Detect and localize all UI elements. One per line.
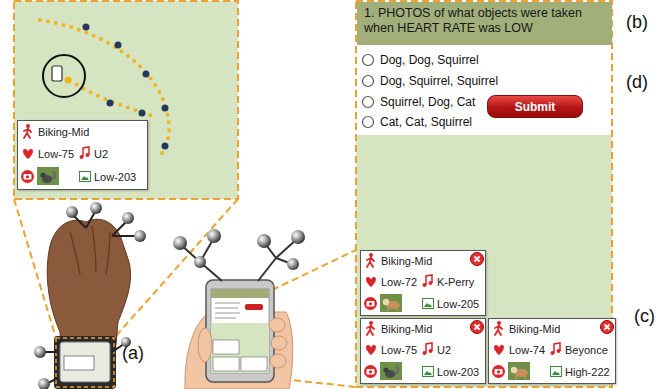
image-icon — [551, 367, 562, 377]
image-icon — [423, 299, 434, 309]
music-text: U2 — [94, 148, 108, 160]
radio-buttons — [363, 55, 374, 128]
camera-icon — [21, 170, 34, 183]
card-area — [356, 135, 612, 387]
activity-text: Biking-Mid — [509, 323, 560, 335]
answer-option: Dog, Squirrel, Squirrel — [380, 74, 498, 88]
walk-icon — [367, 253, 374, 267]
data-card: Biking-MidLow-72 K-PerryLow-205 — [360, 250, 486, 316]
screen-lines — [215, 303, 240, 318]
note-icon — [423, 343, 433, 355]
photo-thumbnail — [508, 362, 530, 380]
phone-screen — [211, 289, 269, 373]
screen-button — [245, 304, 263, 310]
watch-card — [64, 356, 94, 370]
motion-markers — [34, 202, 146, 389]
image-icon — [80, 172, 91, 182]
answer-option: Cat, Cat, Squirrel — [380, 115, 472, 129]
screen-cards — [211, 323, 269, 373]
screen-card — [213, 340, 267, 371]
heart-icon — [366, 345, 376, 355]
walk-icon — [367, 321, 374, 335]
photo-thumbnail — [380, 294, 402, 312]
image-icon — [423, 367, 434, 377]
motion-markers — [173, 229, 305, 270]
heart-rate-text: Low-75 — [38, 148, 74, 160]
heart-rate-text: Low-75 — [381, 344, 417, 356]
activity-text: Biking-Mid — [38, 126, 89, 138]
close-icon — [471, 253, 484, 266]
heart-icon — [366, 277, 376, 287]
note-icon — [80, 147, 90, 159]
music-text: U2 — [437, 344, 451, 356]
camera-icon — [364, 365, 377, 378]
data-card: Biking-MidLow-75 U2Low-203 — [360, 318, 486, 384]
photo-thumbnail — [380, 362, 402, 380]
photo-text: Low-205 — [437, 298, 479, 310]
panel-letter: (a) — [122, 343, 144, 364]
marker-sticks — [180, 238, 298, 281]
close-icon — [471, 321, 484, 334]
button-label: Submit — [515, 100, 556, 114]
answer-option: Squirrel, Dog, Cat — [380, 95, 475, 109]
photo-text: Low-203 — [437, 366, 479, 378]
focus-circle — [43, 55, 85, 97]
watch-frame — [56, 338, 114, 387]
note-icon — [423, 275, 433, 287]
submit-button: Submit — [487, 95, 583, 118]
data-card: Biking-MidLow-75 U2Low-203 — [17, 120, 148, 190]
camera-icon — [364, 297, 377, 310]
heart-icon — [494, 345, 504, 355]
phone-icon — [52, 66, 62, 81]
panel-letter: (c) — [634, 306, 655, 327]
position-dot — [65, 77, 72, 84]
walk-icon — [495, 321, 502, 335]
photo-text: High-222 — [565, 366, 610, 378]
question-header: 1. PHOTOS of what objects were taken whe… — [357, 2, 612, 45]
zoom-panel — [14, 1, 238, 199]
photo-text: Low-203 — [94, 171, 136, 183]
panel-letter: (b) — [626, 12, 648, 33]
heart-icon — [23, 149, 33, 159]
fingers — [269, 318, 287, 368]
close-icon — [601, 321, 614, 334]
music-text: K-Perry — [437, 276, 474, 288]
music-text: Beyonce — [565, 344, 608, 356]
watch-strap — [54, 336, 116, 389]
walk-icon — [24, 124, 31, 138]
heart-rate-text: Low-74 — [509, 344, 545, 356]
note-icon — [551, 343, 561, 355]
finger-lines — [70, 226, 110, 275]
hand — [47, 219, 130, 389]
screen-header — [211, 289, 269, 298]
phone — [206, 280, 274, 382]
thumb — [198, 328, 212, 362]
question-text: 1. PHOTOS of what objects were taken whe… — [364, 6, 605, 36]
heart-rate-text: Low-72 — [381, 276, 417, 288]
camera-icon — [492, 365, 505, 378]
zoom-border — [14, 1, 238, 199]
panel-letter: (d) — [626, 72, 648, 93]
photo-thumbnail — [37, 167, 59, 185]
answer-option: Dog, Dog, Squirrel — [380, 53, 479, 67]
activity-text: Biking-Mid — [381, 323, 432, 335]
watch-screen — [60, 342, 110, 382]
data-card: Biking-MidLow-74 BeyonceHigh-222 — [488, 318, 616, 384]
activity-text: Biking-Mid — [381, 255, 432, 267]
